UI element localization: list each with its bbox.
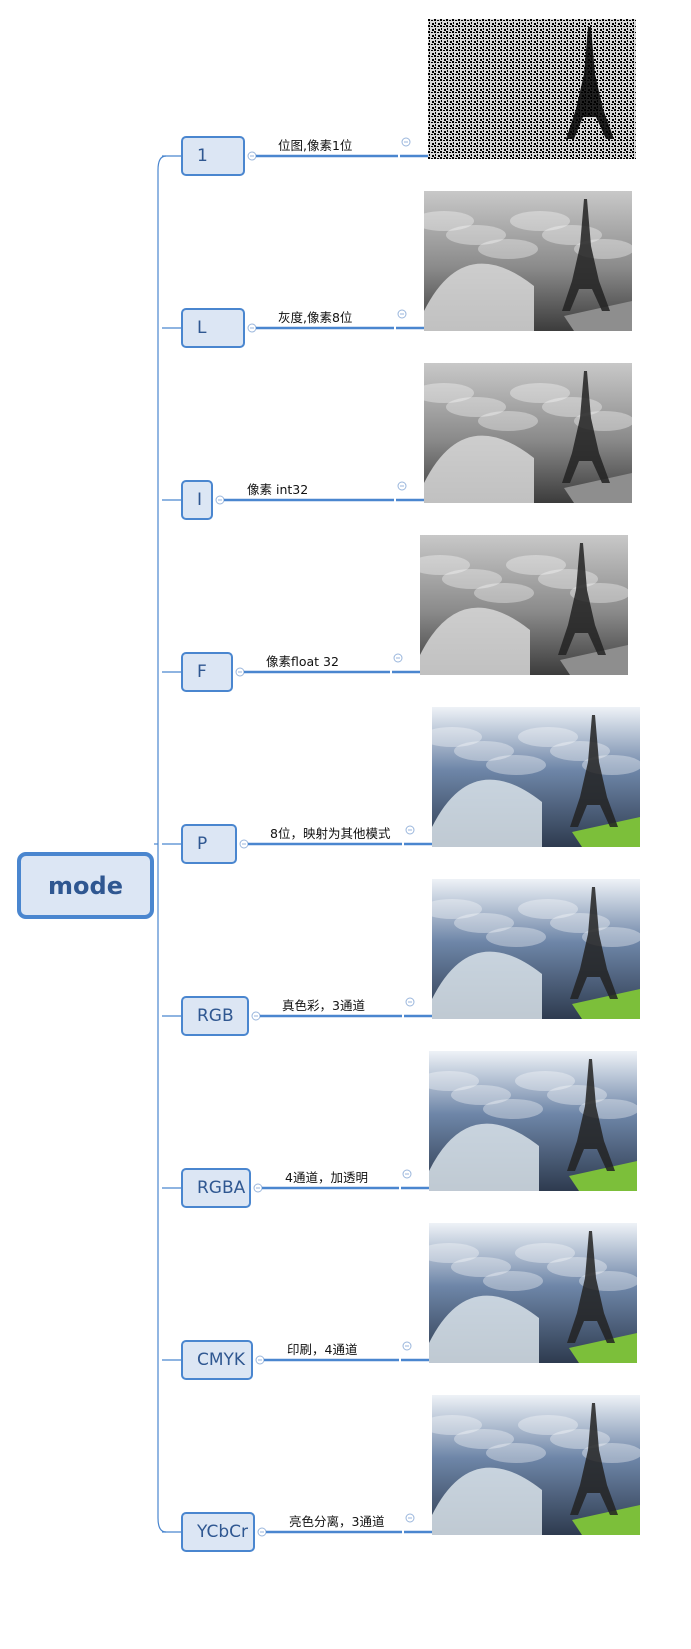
root-node[interactable]: mode xyxy=(17,852,154,919)
mode-description: 8位，映射为其他模式 xyxy=(270,826,391,841)
mode-description: 像素 int32 xyxy=(247,482,309,497)
mode-description: 像素float 32 xyxy=(266,654,339,669)
eiffel-tower-rgb-image xyxy=(432,879,640,1019)
eiffel-tower-cmyk-image xyxy=(429,1223,637,1363)
mode-node-label: F xyxy=(197,662,207,682)
eiffel-tower-grayscale-image xyxy=(424,191,632,331)
mode-description: 亮色分离，3通道 xyxy=(289,1514,385,1529)
mode-node-label: RGB xyxy=(197,1006,234,1026)
eiffel-tower-float32-image xyxy=(420,535,628,675)
mode-description: 真色彩，3通道 xyxy=(282,998,365,1013)
mode-node-p[interactable]: P xyxy=(181,824,237,864)
mode-description: 灰度,像素8位 xyxy=(278,310,353,325)
mode-node-label: I xyxy=(197,490,203,510)
eiffel-tower-int32-image xyxy=(424,363,632,503)
eiffel-tower-palette-image xyxy=(432,707,640,847)
mode-node-cmyk[interactable]: CMYK xyxy=(181,1340,253,1380)
mode-node-label: CMYK xyxy=(197,1350,246,1370)
mode-node-label: 1 xyxy=(197,146,208,166)
root-node-label: mode xyxy=(48,871,123,900)
mode-node-ycbcr[interactable]: YCbCr xyxy=(181,1512,255,1552)
mode-description: 位图,像素1位 xyxy=(278,138,353,153)
mode-node-l[interactable]: L xyxy=(181,308,245,348)
mode-node-1[interactable]: 1 xyxy=(181,136,245,176)
eiffel-tower-ycbcr-image xyxy=(432,1395,640,1535)
mode-node-label: RGBA xyxy=(197,1178,246,1198)
eiffel-tower-bitmap-image xyxy=(428,19,636,159)
mode-node-label: P xyxy=(197,834,208,854)
mode-node-rgb[interactable]: RGB xyxy=(181,996,249,1036)
mode-description: 印刷，4通道 xyxy=(287,1342,358,1357)
eiffel-tower-rgba-image xyxy=(429,1051,637,1191)
mode-description: 4通道，加透明 xyxy=(285,1170,368,1185)
mode-node-label: L xyxy=(197,318,207,338)
mode-node-label: YCbCr xyxy=(197,1522,248,1542)
mode-node-rgba[interactable]: RGBA xyxy=(181,1168,251,1208)
mode-node-i[interactable]: I xyxy=(181,480,213,520)
mode-node-f[interactable]: F xyxy=(181,652,233,692)
